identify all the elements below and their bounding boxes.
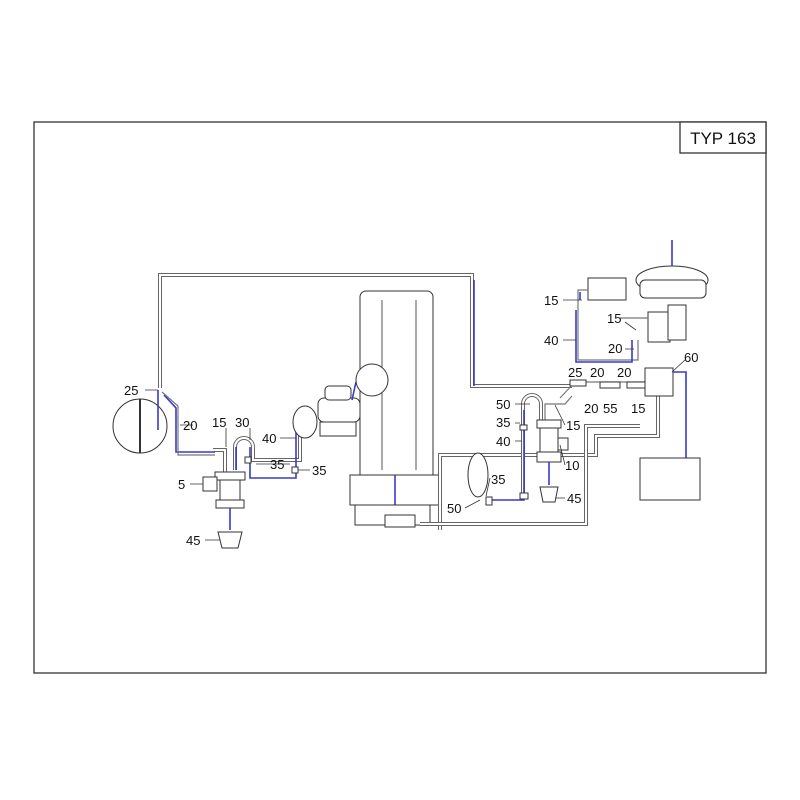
central-machine — [349, 290, 441, 528]
part-label: 20 — [584, 401, 598, 416]
part-labels-right: 15 40 15 20 25 20 20 60 20 55 15 50 35 4… — [447, 293, 698, 516]
part-label: 35 — [496, 415, 510, 430]
part-label: 15 — [566, 418, 580, 433]
diagram-frame — [33, 121, 767, 674]
part-label: 40 — [496, 434, 510, 449]
part-label: 20 — [183, 418, 197, 433]
leader-lines — [145, 299, 686, 541]
part-label: 15 — [631, 401, 645, 416]
part-label: 40 — [262, 431, 276, 446]
part-label: 35 — [491, 472, 505, 487]
part-label: 20 — [608, 341, 622, 356]
part-label: 10 — [565, 458, 579, 473]
float-tank — [112, 390, 215, 456]
part-label: 45 — [186, 533, 200, 548]
part-label: 50 — [496, 397, 510, 412]
right-filter — [467, 393, 573, 506]
part-label: 5 — [178, 477, 185, 492]
part-label: 35 — [312, 463, 326, 478]
title: TYP 163 — [690, 129, 756, 148]
part-label: 60 — [684, 350, 698, 365]
part-label: 20 — [590, 365, 604, 380]
part-label: 15 — [607, 311, 621, 326]
right-pipes — [420, 379, 660, 530]
water-tank-assembly — [575, 240, 709, 501]
part-label: 50 — [447, 501, 461, 516]
part-label: 55 — [603, 401, 617, 416]
part-label: 20 — [617, 365, 631, 380]
part-label: 25 — [568, 365, 582, 380]
title-box: TYP 163 — [679, 121, 767, 154]
part-label: 35 — [270, 457, 284, 472]
left-filter — [202, 430, 302, 549]
part-label: 40 — [544, 333, 558, 348]
part-label: 15 — [212, 415, 226, 430]
main-pipe — [158, 273, 572, 388]
part-labels-left: 25 20 15 30 40 35 35 5 45 — [124, 383, 326, 548]
part-label: 15 — [544, 293, 558, 308]
part-label: 30 — [235, 415, 249, 430]
pump — [292, 381, 361, 439]
part-label: 25 — [124, 383, 138, 398]
part-label: 45 — [567, 491, 581, 506]
